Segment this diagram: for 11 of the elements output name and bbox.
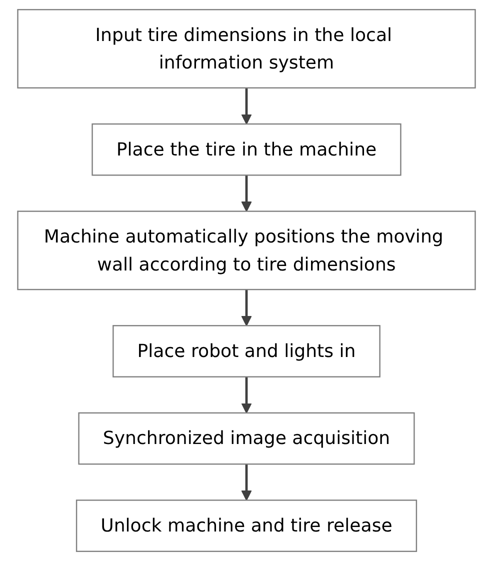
node-box: Place robot and lights in: [112, 325, 380, 378]
node-box: Input tire dimensions in the local information system: [17, 9, 476, 88]
node-box: Synchronized image acquisition: [78, 412, 415, 465]
node-box: Place the tire in the machine: [92, 123, 402, 176]
node-box: Unlock machine and tire release: [76, 500, 418, 552]
arrow: [241, 88, 252, 124]
arrow: [241, 464, 252, 501]
arrow: [241, 175, 252, 212]
arrow: [241, 376, 252, 414]
node-box: Machine automatically positions the moving wall according to tire dimensions: [17, 210, 476, 290]
arrow: [241, 290, 252, 326]
